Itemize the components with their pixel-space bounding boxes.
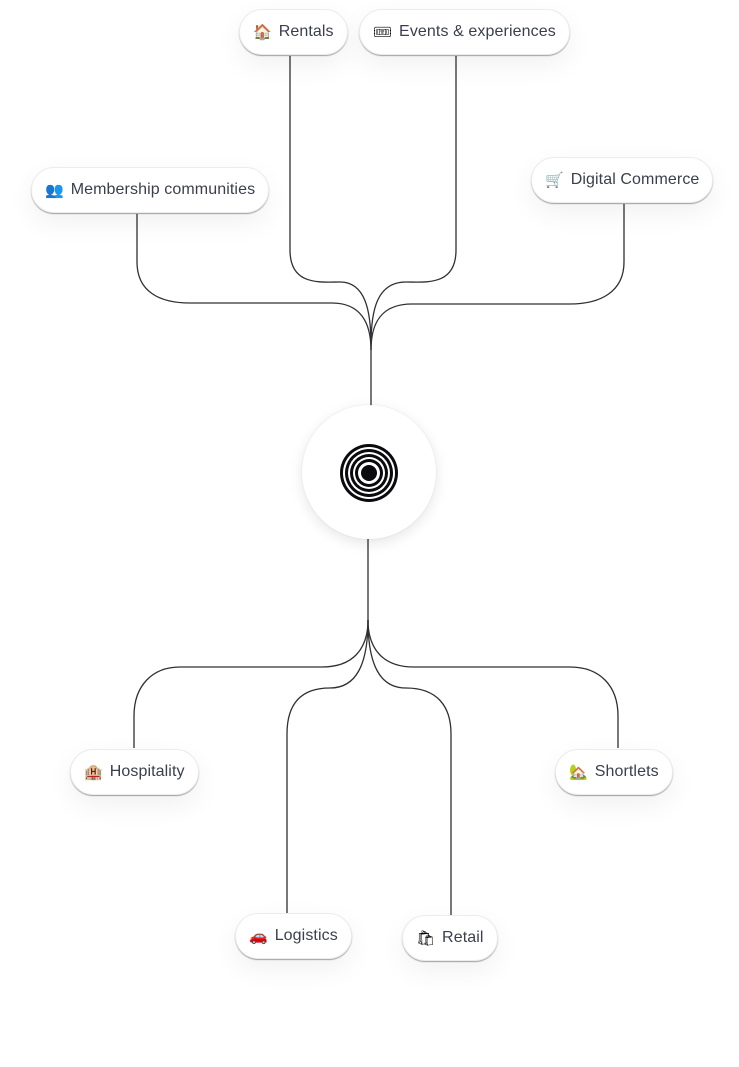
node-hospitality[interactable]: 🏨 Hospitality <box>70 749 199 795</box>
node-membership-communities[interactable]: 👥 Membership communities <box>31 167 270 213</box>
node-label: Retail <box>442 929 484 946</box>
car-icon: 🚗 <box>249 926 268 945</box>
hub-node <box>302 405 436 539</box>
connector-retail <box>367 619 452 915</box>
connector-logistics <box>286 619 369 913</box>
shopping-bags-icon: 🛍 <box>416 928 436 947</box>
house-icon: 🏠 <box>253 22 272 41</box>
node-rentals[interactable]: 🏠 Rentals <box>239 9 348 55</box>
node-label: Events & experiences <box>399 23 556 40</box>
node-label: Shortlets <box>594 763 659 780</box>
connector-shortlets <box>367 619 619 748</box>
shopping-cart-icon: 🛒 <box>545 170 564 189</box>
node-shortlets[interactable]: 🏡 Shortlets <box>555 749 673 795</box>
node-label: Hospitality <box>109 763 185 780</box>
hotel-icon: 🏨 <box>84 762 103 781</box>
node-label: Rentals <box>278 23 334 40</box>
connector-hospitality <box>133 619 369 748</box>
connector-rentals <box>289 56 372 346</box>
ticket-icon: 🎟 <box>373 22 393 41</box>
node-logistics[interactable]: 🚗 Logistics <box>235 913 352 959</box>
node-digital-commerce[interactable]: 🛒 Digital Commerce <box>531 157 714 203</box>
people-icon: 👥 <box>45 180 64 199</box>
node-label: Membership communities <box>70 181 256 198</box>
concentric-rings-logo-icon <box>340 444 398 502</box>
house-garden-icon: 🏡 <box>569 762 588 781</box>
connector-membership <box>136 214 372 351</box>
node-retail[interactable]: 🛍 Retail <box>402 915 498 961</box>
node-label: Logistics <box>274 927 338 944</box>
node-label: Digital Commerce <box>570 171 700 188</box>
connector-events <box>370 56 457 346</box>
connector-digital <box>370 204 625 351</box>
node-events-experiences[interactable]: 🎟 Events & experiences <box>359 9 570 55</box>
